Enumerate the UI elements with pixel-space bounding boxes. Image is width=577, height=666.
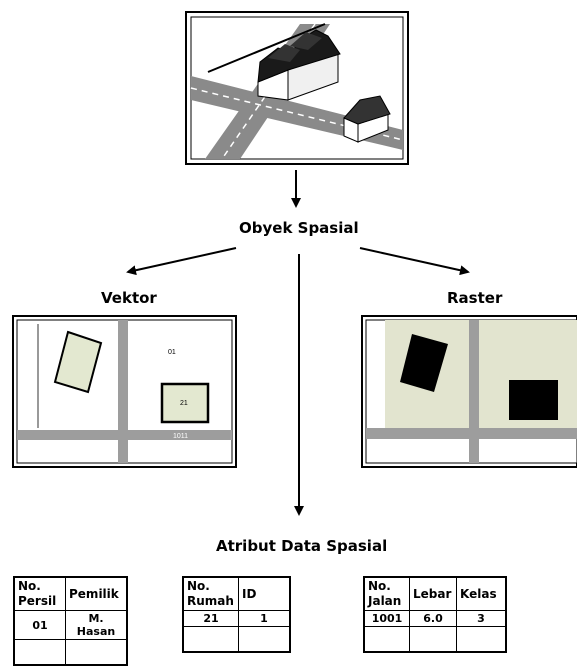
table-header: No. Persil [13, 576, 66, 611]
spatial-object-illustration [185, 11, 409, 165]
table-cell: 1 [238, 610, 291, 627]
raster-label: Raster [447, 289, 503, 307]
table-header: Kelas [456, 576, 507, 611]
table-header: Lebar [409, 576, 457, 611]
parcel-attribute-table: No. Persil Pemilik 01 M. Hasan [13, 576, 128, 666]
road-attribute-table: No. Jalan Lebar Kelas 1001 6.0 3 [363, 576, 507, 653]
table-header: No. Jalan [363, 576, 410, 611]
table-cell [456, 626, 507, 652]
table-cell: 6.0 [409, 610, 457, 627]
table-cell [409, 626, 457, 652]
vector-label: Vektor [101, 289, 157, 307]
vector-map: 01 21 1011 [12, 315, 237, 468]
attribute-label: Atribut Data Spasial [216, 537, 388, 555]
table-cell: 21 [182, 610, 239, 627]
road-number-label: 1011 [173, 433, 188, 440]
table-cell: 01 [13, 610, 66, 640]
table-cell [13, 639, 66, 665]
table-cell: 3 [456, 610, 507, 627]
arrow-to-vector [126, 247, 237, 276]
table-cell: M. Hasan [65, 610, 128, 640]
house-attribute-table: No. Rumah ID 21 1 [182, 576, 291, 653]
table-header: Pemilik [65, 576, 128, 611]
table-cell [238, 626, 291, 652]
table-header: ID [238, 576, 291, 611]
table-cell [65, 639, 128, 665]
table-cell [182, 626, 239, 652]
raster-map [361, 315, 577, 468]
arrow-to-raster [359, 247, 470, 276]
table-header: No. Rumah [182, 576, 239, 611]
parcel-number-label: 01 [168, 349, 176, 356]
table-cell: 1001 [363, 610, 410, 627]
house-number-label: 21 [180, 400, 188, 407]
table-cell [363, 626, 410, 652]
spatial-object-label: Obyek Spasial [239, 219, 359, 237]
